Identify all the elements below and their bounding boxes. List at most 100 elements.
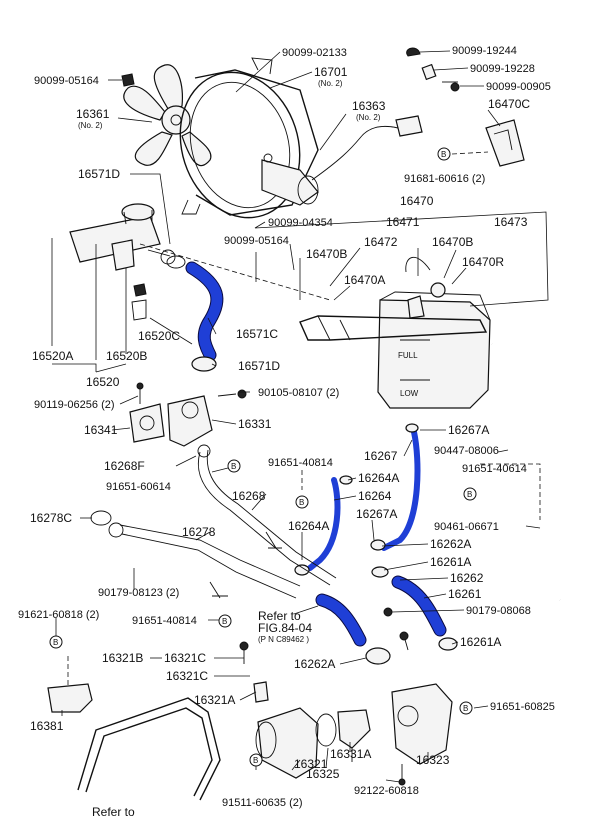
hose-16262 — [316, 594, 366, 646]
callout-fig-ref: FIG.84-04 — [258, 621, 312, 635]
callout-16262: 16262 — [450, 571, 484, 585]
callout-90461-06671: 90461-06671 — [434, 521, 499, 533]
callout-16321A: 16321A — [194, 693, 235, 707]
b-badge: B — [295, 495, 309, 509]
callout-16261A-a: 16261A — [430, 555, 471, 569]
callout-16267A-b: 16267A — [356, 507, 397, 521]
callout-16262A-b: 16262A — [294, 657, 335, 671]
b-badge: B — [49, 635, 63, 649]
callout-91621-60818: 91621-60818 (2) — [18, 609, 99, 621]
overflow-tube — [490, 341, 562, 603]
bolt-top-left — [121, 73, 135, 87]
callout-16361-sub: (No. 2) — [78, 121, 103, 130]
callout-92122-60818: 92122-60818 — [354, 785, 419, 797]
callout-16278C: 16278C — [30, 511, 72, 525]
callout-90179-08123: 90179-08123 (2) — [98, 587, 179, 599]
callout-91651-40814-a: 91651-40814 — [268, 457, 333, 469]
b-badge: B — [463, 487, 477, 501]
b-badge: B — [227, 459, 241, 473]
callout-16331: 16331 — [238, 417, 272, 431]
hose-16261 — [392, 576, 446, 636]
svg-text:B: B — [463, 704, 468, 713]
callout-16321C-b: 16321C — [166, 669, 208, 683]
callout-16323: 16323 — [416, 753, 450, 767]
callout-90099-00905: 90099-00905 — [486, 81, 551, 93]
callout-91651-40614: 91651-40614 — [462, 463, 527, 475]
svg-text:B: B — [467, 490, 472, 499]
svg-text:B: B — [299, 498, 304, 507]
bolt-90119 — [136, 382, 144, 404]
callout-16321: 16321 — [294, 757, 328, 771]
callout-16701: 16701 — [314, 65, 348, 79]
b-badges: B B B B B B B B — [49, 147, 477, 767]
callout-16268F: 16268F — [104, 459, 145, 473]
callout-16571D-top: 16571D — [78, 167, 120, 181]
hose-clamps — [166, 255, 458, 665]
water-bypass-pipes — [90, 444, 337, 599]
callout-16321C-a: 16321C — [164, 651, 206, 665]
callout-labels: 90099-02133 16701 (No. 2) 90099-05164 16… — [18, 45, 555, 818]
leader-lines — [51, 50, 549, 783]
callout-91511-60635: 91511-60635 (2) — [222, 797, 303, 809]
callout-16470C: 16470C — [488, 97, 530, 111]
callout-90099-04354: 90099-04354 — [268, 217, 333, 229]
callout-16381: 16381 — [30, 719, 64, 733]
b-badge: B — [218, 614, 232, 628]
drive-belt — [47, 683, 221, 801]
callout-16470: 16470 — [400, 194, 434, 208]
tank-low-mark: LOW — [400, 389, 419, 398]
callout-16325: 16325 — [306, 767, 340, 781]
callout-16470A: 16470A — [344, 273, 385, 287]
water-pump-parts — [239, 607, 453, 786]
callout-91651-60614: 91651-60614 — [106, 481, 171, 493]
cooling-fan-assembly — [123, 57, 423, 219]
callout-16361: 16361 — [76, 107, 110, 121]
svg-text:B: B — [231, 462, 236, 471]
callout-16473: 16473 — [494, 215, 528, 229]
callout-16571C: 16571C — [236, 327, 278, 341]
callout-91681-60616: 91681-60616 (2) — [404, 173, 485, 185]
hose-16571C — [186, 262, 223, 361]
callout-16520A: 16520A — [32, 349, 73, 363]
callout-16363-sub: (No. 2) — [356, 113, 381, 122]
callout-pnc-ref: (P N C89462 ) — [258, 635, 309, 644]
callout-90447-08006: 90447-08006 — [434, 445, 499, 457]
callout-16341: 16341 — [84, 423, 118, 437]
callout-90099-02133: 90099-02133 — [282, 47, 347, 59]
callout-16571D-bot: 16571D — [238, 359, 280, 373]
callout-90099-05164-mid: 90099-05164 — [224, 235, 289, 247]
hose-16264 — [307, 477, 341, 571]
callout-16261: 16261 — [448, 587, 482, 601]
callout-91651-60825: 91651-60825 — [490, 701, 555, 713]
hose-16267 — [381, 429, 421, 551]
callout-16471: 16471 — [386, 215, 420, 229]
callout-refer-to: Refer to — [258, 609, 301, 623]
svg-text:B: B — [53, 638, 58, 647]
callout-16470B-b: 16470B — [432, 235, 473, 249]
callout-16520B: 16520B — [106, 349, 147, 363]
callout-16470R: 16470R — [462, 255, 504, 269]
callout-refer-to-bottom: Refer to — [92, 805, 135, 818]
callout-16278: 16278 — [182, 525, 216, 539]
callout-16268: 16268 — [232, 489, 266, 503]
highlighted-hoses — [185, 261, 447, 647]
callout-91651-40814-b: 91651-40814 — [132, 615, 197, 627]
callout-16331A: 16331A — [330, 747, 371, 761]
callout-16264A-a: 16264A — [358, 471, 399, 485]
callout-16520: 16520 — [86, 375, 120, 389]
svg-text:B: B — [441, 150, 446, 159]
callout-16267: 16267 — [364, 449, 398, 463]
callout-16363: 16363 — [352, 99, 386, 113]
b-badge: B — [459, 701, 473, 715]
callout-16470B-a: 16470B — [306, 247, 347, 261]
callout-90119-06256: 90119-06256 (2) — [34, 399, 115, 411]
svg-text:B: B — [253, 756, 258, 765]
callout-16261A-b: 16261A — [460, 635, 501, 649]
radiator-inlet-pipe — [69, 203, 176, 321]
b-badge: B — [249, 753, 263, 767]
svg-text:B: B — [222, 617, 227, 626]
callout-16267A-top: 16267A — [448, 423, 489, 437]
callout-16520C: 16520C — [138, 329, 180, 343]
callout-16264: 16264 — [358, 489, 392, 503]
